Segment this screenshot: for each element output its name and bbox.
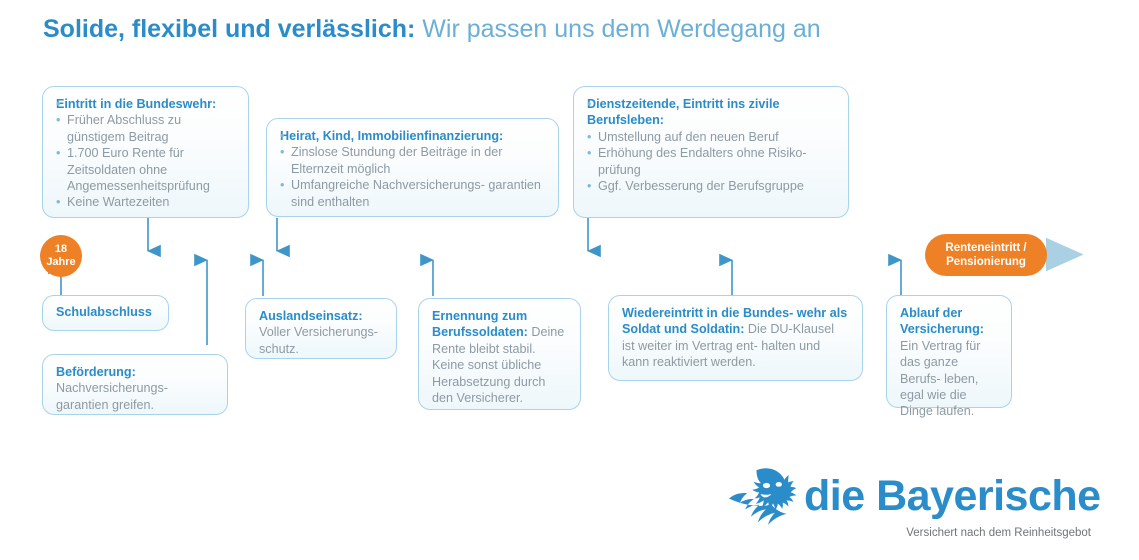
callout-box-top-1[interactable]: Eintritt in die Bundeswehr: Früher Absch… (42, 86, 249, 218)
callout-bullet: Ggf. Verbesserung der Berufsgruppe (587, 178, 836, 195)
callout-bullet: Umfangreiche Nachversicherungs- garantie… (280, 177, 546, 210)
callout-box-bottom-auslandseinsatz[interactable]: Auslandseinsatz:Voller Versicherungs- sc… (245, 298, 397, 359)
page-title-strong: Solide, flexibel und verlässlich: (43, 15, 416, 43)
callout-list: Heirat, Kind, Immobilienfinanzierung: Zi… (280, 128, 546, 210)
callout-text: Auslandseinsatz:Voller Versicherungs- sc… (259, 309, 379, 356)
page-title-rest: Wir passen uns dem Werdegang an (415, 15, 821, 43)
start-marker-line2: Jahre (46, 256, 76, 268)
callout-box-bottom-wiedereintritt[interactable]: Wiedereintritt in die Bundes- wehr als S… (608, 295, 863, 381)
lion-head-icon (729, 468, 797, 525)
callout-list: Eintritt in die Bundeswehr: Früher Absch… (56, 96, 236, 211)
end-marker-line1: Renteneintritt / (945, 242, 1027, 254)
callout-box-top-3[interactable]: Dienstzeitende, Eintritt ins zivile Beru… (573, 86, 849, 218)
callout-list: Dienstzeitende, Eintritt ins zivile Beru… (587, 96, 836, 195)
callout-heading: Eintritt in die Bundeswehr: (56, 96, 236, 113)
callout-box-bottom-ablauf[interactable]: Ablauf der Versicherung:Ein Vertrag für … (886, 295, 1012, 418)
brand-logo: die Bayerische Versichert nach dem Reinh… (726, 468, 1101, 550)
callout-heading: Heirat, Kind, Immobilienfinanzierung: (280, 128, 546, 145)
callout-box-top-2[interactable]: Heirat, Kind, Immobilienfinanzierung: Zi… (266, 118, 559, 217)
callout-bullet: 1.700 Euro Rente für Zeitsoldaten ohne A… (56, 145, 236, 194)
callout-text: Ernennung zum Berufssoldaten: Deine Rent… (432, 309, 565, 406)
callout-text: Ablauf der Versicherung:Ein Vertrag für … (900, 306, 984, 419)
start-marker-line1: 18 (54, 243, 68, 255)
callout-bullet: Früher Abschluss zu günstigem Beitrag (56, 112, 236, 145)
page-title: Solide, flexibel und verlässlich: Wir pa… (43, 14, 821, 44)
end-marker-line2: Pensionierung (946, 256, 1026, 268)
callout-bullet: Keine Wartezeiten (56, 194, 236, 211)
callout-heading: Schulabschluss (56, 305, 152, 319)
callout-bullet: Erhöhung des Endalters ohne Risiko- prüf… (587, 145, 836, 178)
top-connector-arrows (147, 218, 601, 258)
callout-box-bottom-schulabschluss[interactable]: Schulabschluss (42, 295, 169, 331)
callout-bullet: Zinslose Stundung der Beiträge in der El… (280, 144, 546, 177)
brand-tagline: Versichert nach dem Reinheitsgebot (906, 527, 1091, 539)
timeline-end-marker[interactable]: Renteneintritt / Pensionierung (925, 234, 1047, 276)
callout-heading: Dienstzeitende, Eintritt ins zivile Beru… (587, 96, 836, 129)
callout-box-bottom-befoerderung[interactable]: Beförderung:Nachversicherungs- garantien… (42, 354, 228, 415)
callout-box-bottom-berufssoldaten[interactable]: Ernennung zum Berufssoldaten: Deine Rent… (418, 298, 581, 410)
bottom-connector-arrows (48, 253, 902, 345)
callout-text: Wiedereintritt in die Bundes- wehr als S… (622, 306, 848, 370)
callout-bullet: Umstellung auf den neuen Beruf (587, 129, 836, 146)
timeline-start-marker[interactable]: 18 Jahre (40, 235, 82, 277)
callout-text: Beförderung:Nachversicherungs- garantien… (56, 365, 168, 412)
brand-name: die Bayerische (804, 472, 1101, 520)
